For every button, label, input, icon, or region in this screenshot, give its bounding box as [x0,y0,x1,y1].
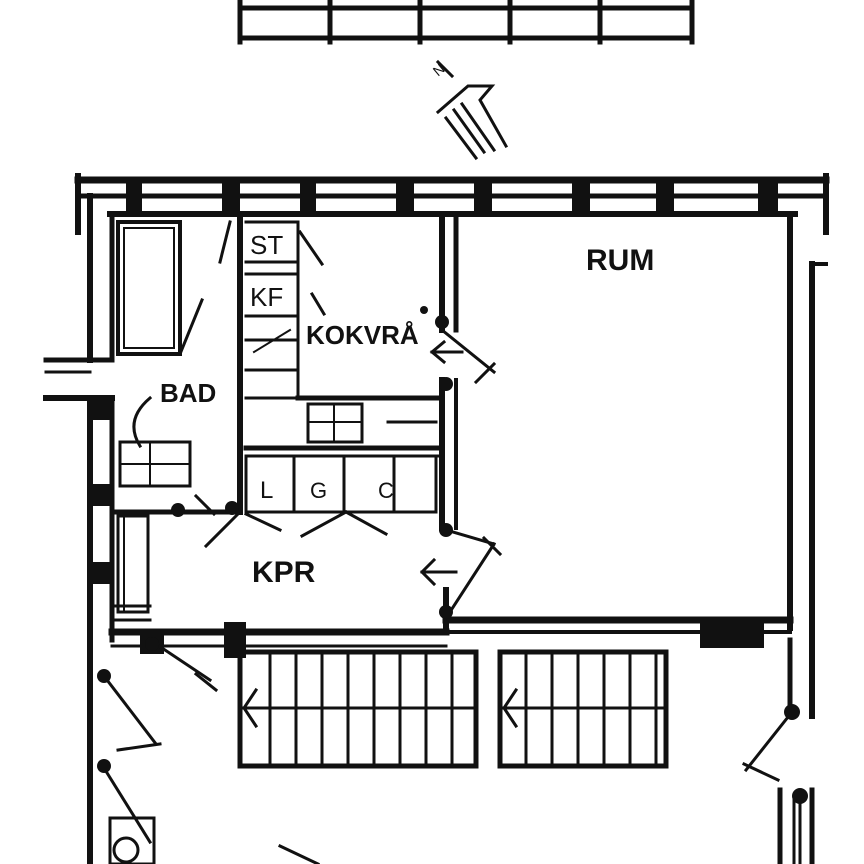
exterior-wall-right [777,211,828,864]
fixture-label-kf: KF [250,282,283,312]
balcony-railing [237,0,695,45]
fixture-label-st: ST [250,230,283,260]
room-label-kpr: KPR [252,556,316,589]
exterior-wall-top [74,173,830,235]
room-label-kokvra: KOKVRÅ [306,320,419,350]
fixture-label-g: G [310,478,327,503]
kitchen-cabinets [243,220,445,514]
wall-bumps [92,398,112,584]
door-swings [101,327,795,864]
staircase-right [497,649,669,769]
interior-wall-rum-bottom [442,616,794,648]
fixture-label-c: C [378,478,394,503]
wall-posts [126,180,778,216]
staircase-left [237,649,479,769]
exterior-wall-left [43,193,115,864]
fixture-label-l: L [260,477,273,504]
interior-wall-rum [439,211,459,631]
corridor-wall [108,622,450,658]
room-label-rum: RUM [586,244,654,277]
room-label-bad: BAD [160,378,216,408]
door-hinges [97,306,808,804]
bottom-appliance [108,816,156,864]
north-arrow-icon [435,59,509,161]
compass-letter: N [430,60,448,79]
direction-arrow-icon [419,339,464,587]
bathroom [109,211,243,622]
